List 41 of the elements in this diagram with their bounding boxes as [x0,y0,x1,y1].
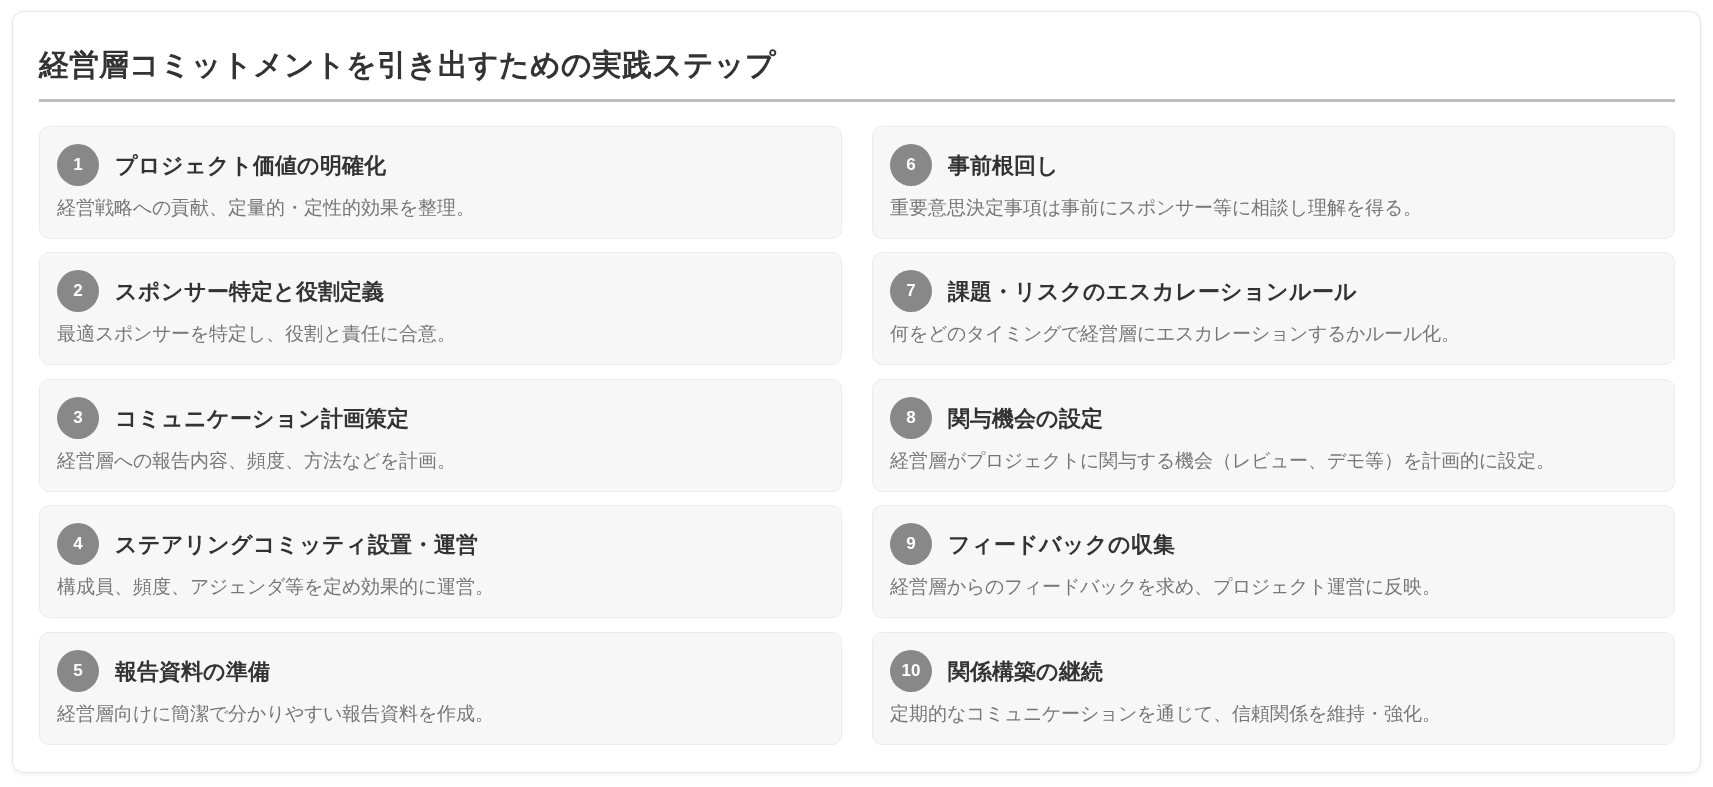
step-heading: スポンサー特定と役割定義 [115,278,384,306]
step-description: 構成員、頻度、アジェンダ等を定め効果的に運営。 [57,575,494,599]
step-heading: 関係構築の継続 [948,658,1103,686]
title: 経営層コミットメントを引き出すための実践ステップ [39,47,776,83]
number-circle: 4 [57,523,99,565]
step-heading: プロジェクト価値の明確化 [115,152,386,180]
step-card [872,379,1675,492]
number-circle: 10 [890,650,932,692]
step-description: 最適スポンサーを特定し、役割と責任に合意。 [57,322,456,346]
step-card [872,632,1675,745]
step-heading: 事前根回し [948,152,1059,180]
step-description: 経営戦略への貢献、定量的・定性的効果を整理。 [57,196,475,220]
number-circle: 1 [57,144,99,186]
step-description: 経営層への報告内容、頻度、方法などを計画。 [57,449,456,473]
number-circle: 9 [890,523,932,565]
number-circle: 2 [57,270,99,312]
step-heading: 報告資料の準備 [115,658,270,686]
number-circle: 8 [890,397,932,439]
step-card [39,505,842,618]
step-card [872,505,1675,618]
step-description: 経営層がプロジェクトに関与する機会（レビュー、デモ等）を計画的に設定。 [890,449,1555,473]
step-card [39,126,842,239]
step-description: 定期的なコミュニケーションを通じて、信頼関係を維持・強化。 [890,702,1441,726]
step-description: 経営層向けに簡潔で分かりやすい報告資料を作成。 [57,702,494,726]
step-heading: コミュニケーション計画策定 [115,405,409,433]
step-heading: 課題・リスクのエスカレーションルール [948,278,1357,306]
step-description: 経営層からのフィードバックを求め、プロジェクト運営に反映。 [890,575,1441,599]
step-card [872,252,1675,365]
step-heading: 関与機会の設定 [948,405,1103,433]
step-card [39,632,842,745]
step-description: 何をどのタイミングで経営層にエスカレーションするかルール化。 [890,322,1460,346]
step-card [39,379,842,492]
number-circle: 6 [890,144,932,186]
step-description: 重要意思決定事項は事前にスポンサー等に相談し理解を得る。 [890,196,1422,220]
number-circle: 3 [57,397,99,439]
number-circle: 5 [57,650,99,692]
step-card [39,252,842,365]
number-circle: 7 [890,270,932,312]
step-card [872,126,1675,239]
step-heading: ステアリングコミッティ設置・運営 [115,531,478,559]
step-heading: フィードバックの収集 [948,531,1175,559]
